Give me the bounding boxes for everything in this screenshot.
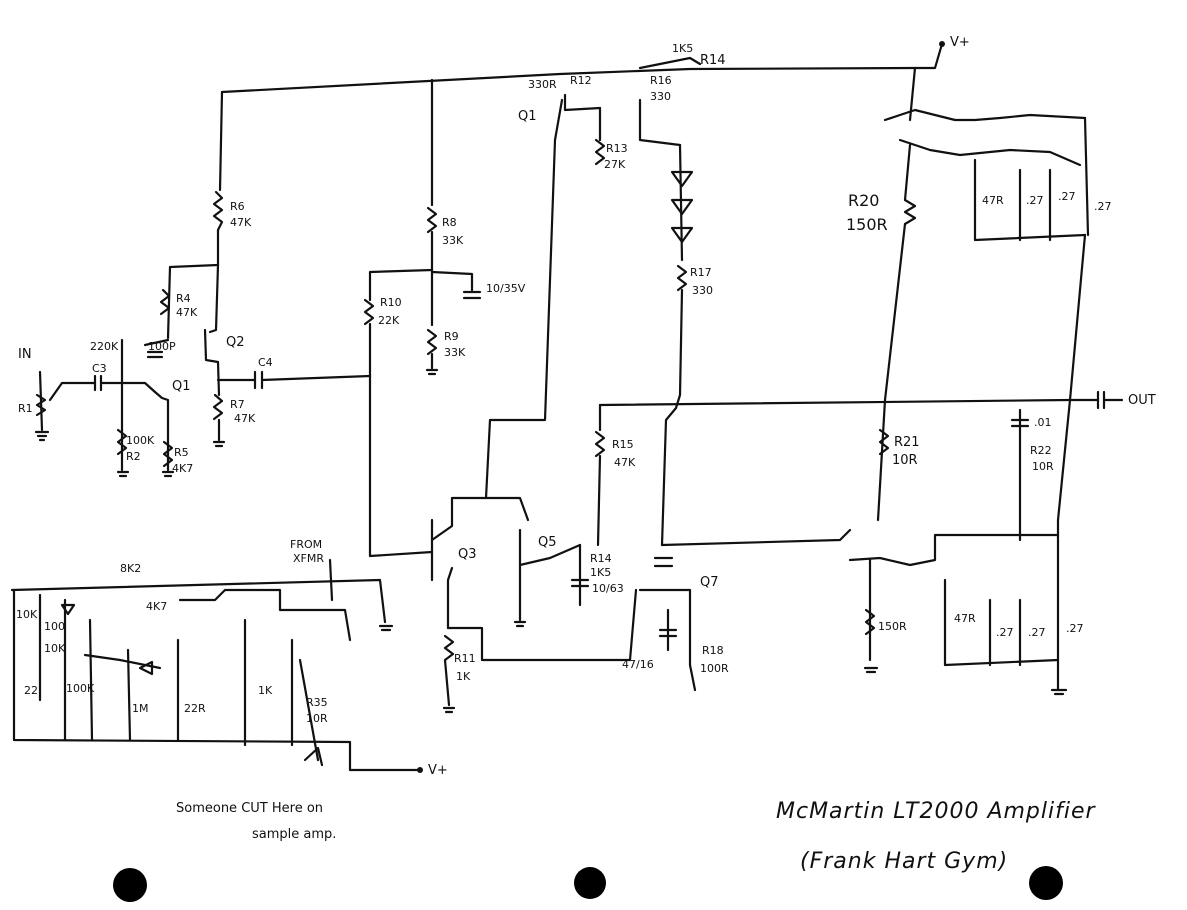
label-r15: R15 xyxy=(612,438,634,451)
label-q1-cap: 100P xyxy=(148,340,176,353)
label-r4: R4 xyxy=(176,292,191,305)
label-r10: R10 xyxy=(380,296,402,309)
label-r5-val: 4K7 xyxy=(172,462,193,475)
label-r22: R22 xyxy=(1030,444,1052,457)
note-line-1: Someone CUT Here on xyxy=(176,801,323,816)
binder-hole-right xyxy=(1029,866,1063,900)
label-r15-val: 47K xyxy=(614,456,636,469)
label-r35-val: 10R xyxy=(306,712,328,725)
label-r1: R1 xyxy=(18,402,33,415)
label-q3: Q3 xyxy=(458,547,477,562)
label-r-27e: .27 xyxy=(1028,626,1046,639)
label-r12-val: 330R xyxy=(528,78,557,91)
label-r-47a: 47R xyxy=(982,194,1004,207)
binder-hole-center xyxy=(574,867,606,899)
label-sub-22r: 22R xyxy=(184,702,206,715)
label-q-top: Q1 xyxy=(518,109,537,124)
label-vplus-bottom: V+ xyxy=(428,763,448,778)
label-r14: R14 xyxy=(700,53,726,68)
component-labels: V+ IN OUT FROM XFMR V+ R1 100K R2 C3 220… xyxy=(16,35,1156,778)
label-q1: Q1 xyxy=(172,379,191,394)
label-r21-val: 10R xyxy=(892,453,918,468)
note-line-2: sample amp. xyxy=(252,827,336,842)
label-r8: R8 xyxy=(442,216,457,229)
label-c4: C4 xyxy=(258,356,273,369)
label-r6-val: 47K xyxy=(230,216,252,229)
title-line-2: (Frank Hart Gym) xyxy=(800,849,1008,874)
label-r-150: 150R xyxy=(878,620,907,633)
label-c3-val: 220K xyxy=(90,340,119,353)
label-r21: R21 xyxy=(894,435,920,450)
label-r22-val: 10R xyxy=(1032,460,1054,473)
title-block: McMartin LT2000 Amplifier (Frank Hart Gy… xyxy=(776,799,1097,874)
label-r-27f: .27 xyxy=(1066,622,1084,635)
label-r17-val: 330 xyxy=(692,284,713,297)
label-r2-val: 100K xyxy=(126,434,155,447)
label-r-27a: .27 xyxy=(1026,194,1044,207)
label-r18: R18 xyxy=(702,644,724,657)
label-sub-10k2: 10K xyxy=(44,642,66,655)
label-c-01: .01 xyxy=(1034,416,1052,429)
label-q2: Q2 xyxy=(226,335,245,350)
label-r20-val: 150R xyxy=(846,215,888,234)
label-q5: Q5 xyxy=(538,535,557,550)
label-r12: R12 xyxy=(570,74,592,87)
label-c-10: 10/63 xyxy=(592,582,624,595)
label-r7: R7 xyxy=(230,398,245,411)
label-r10-val: 22K xyxy=(378,314,400,327)
label-r14b-val: 1K5 xyxy=(590,566,611,579)
label-r11-val: 1K xyxy=(456,670,471,683)
label-c-47: 47/16 xyxy=(622,658,654,671)
label-sub-10k: 10K xyxy=(16,608,38,621)
label-r13: R13 xyxy=(606,142,628,155)
label-sub-8k2: 8K2 xyxy=(120,562,141,575)
schematic-wires xyxy=(10,41,1124,773)
binder-hole-left xyxy=(113,868,147,902)
label-in: IN xyxy=(18,347,32,362)
label-r-27d: .27 xyxy=(996,626,1014,639)
label-r18-val: 100R xyxy=(700,662,729,675)
label-q7: Q7 xyxy=(700,575,719,590)
label-r5: R5 xyxy=(174,446,189,459)
label-vplus-top: V+ xyxy=(950,35,970,50)
label-sub-100k: 100K xyxy=(66,682,95,695)
label-c3: C3 xyxy=(92,362,107,375)
label-xfmr: XFMR xyxy=(293,552,324,565)
label-from: FROM xyxy=(290,538,322,551)
label-out: OUT xyxy=(1128,393,1156,408)
label-r-27c: .27 xyxy=(1094,200,1112,213)
label-r-27b: .27 xyxy=(1058,190,1076,203)
binder-holes xyxy=(113,866,1063,902)
label-r20: R20 xyxy=(848,191,879,210)
label-c-bypass: 10/35V xyxy=(486,282,526,295)
label-r9: R9 xyxy=(444,330,459,343)
label-r14b: R14 xyxy=(590,552,612,565)
label-r17: R17 xyxy=(690,266,712,279)
label-r2: R2 xyxy=(126,450,141,463)
label-r4-val: 47K xyxy=(176,306,198,319)
annotation-note: Someone CUT Here on sample amp. xyxy=(176,801,336,842)
label-sub-1k: 1K xyxy=(258,684,273,697)
label-r16: R16 xyxy=(650,74,672,87)
label-r6: R6 xyxy=(230,200,245,213)
label-r7-val: 47K xyxy=(234,412,256,425)
label-r9-val: 33K xyxy=(444,346,466,359)
label-sub-100: 100 xyxy=(44,620,65,633)
label-r-47b: 47R xyxy=(954,612,976,625)
label-r8-val: 33K xyxy=(442,234,464,247)
label-sub-4k7: 4K7 xyxy=(146,600,167,613)
label-r14-val: 1K5 xyxy=(672,42,693,55)
label-r35: R35 xyxy=(306,696,328,709)
label-r13-val: 27K xyxy=(604,158,626,171)
label-sub-22: 22 xyxy=(24,684,38,697)
title-line-1: McMartin LT2000 Amplifier xyxy=(776,799,1097,824)
label-r16-val: 330 xyxy=(650,90,671,103)
label-sub-1m: 1M xyxy=(132,702,149,715)
label-r11: R11 xyxy=(454,652,476,665)
